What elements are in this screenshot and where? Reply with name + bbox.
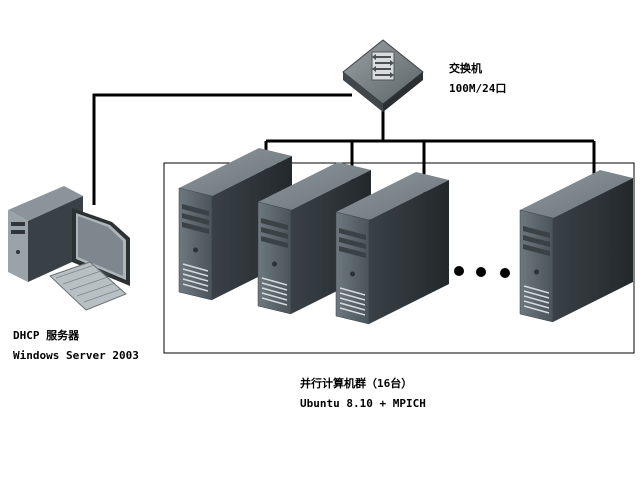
switch-spec-label: 100M/24口: [449, 82, 507, 95]
cluster-software-label: Ubuntu 8.10 + MPICH: [300, 397, 426, 410]
cluster-name-label: 并行计算机群（16台）: [300, 377, 413, 390]
cable-switch-to-dhcp: [92, 93, 352, 205]
dhcp-server-icon: [8, 186, 130, 311]
ellipsis-dot: [454, 266, 464, 276]
ellipsis-dot: [476, 267, 486, 277]
server-tower-icon: [335, 172, 449, 325]
dhcp-name-label: DHCP 服务器: [13, 329, 80, 342]
ellipsis-dot: [500, 268, 510, 278]
server-tower-icon: [519, 170, 633, 323]
switch-icon: [342, 39, 424, 112]
server-group: [178, 148, 633, 325]
cluster-frame: [163, 162, 635, 354]
switch-name-label: 交换机: [449, 62, 482, 75]
ellipsis-dots: [454, 266, 510, 278]
dhcp-os-label: Windows Server 2003: [13, 349, 139, 362]
server-tower-icon: [178, 148, 292, 301]
